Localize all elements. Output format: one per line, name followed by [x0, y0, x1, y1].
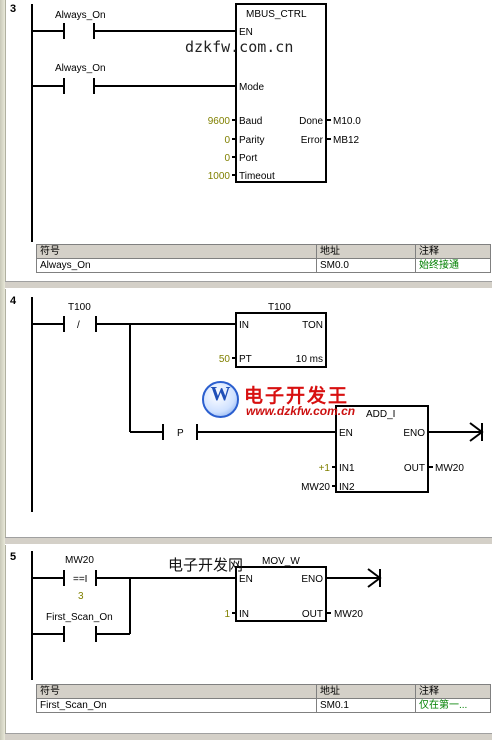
pin-label: Timeout — [239, 171, 275, 182]
block-title: MBUS_CTRL — [246, 9, 307, 20]
pin-label: PT — [239, 354, 252, 365]
contact-label: First_Scan_On — [46, 612, 113, 623]
output-operand[interactable]: MW20 — [435, 463, 464, 474]
table-row[interactable]: Always_On SM0.0 始终接通 — [36, 258, 491, 273]
block-title: ADD_I — [366, 409, 395, 420]
output-operand[interactable]: M10.0 — [333, 116, 361, 127]
mov-w-block[interactable] — [235, 566, 327, 622]
contact-label: T100 — [68, 302, 91, 313]
pin-label: Parity — [239, 135, 265, 146]
watermark-url: dzkfw.com.cn — [185, 38, 294, 56]
output-operand[interactable]: MB12 — [333, 135, 360, 146]
mbus-ctrl-block[interactable] — [235, 3, 327, 183]
contact-label: Always_On — [55, 63, 106, 74]
comment-cell[interactable]: 仅在第一... — [415, 698, 491, 713]
timer-type: TON — [302, 320, 323, 331]
block-title: MOV_W — [262, 556, 300, 567]
param-value[interactable]: 1000 — [208, 171, 231, 182]
p-contact-label: P — [177, 428, 184, 439]
network-separator — [5, 281, 492, 289]
pin-label: Baud — [239, 116, 262, 127]
symbol-table: 符号 地址 注释 Always_On SM0.0 始终接通 — [36, 244, 491, 273]
network-separator — [5, 537, 492, 545]
timer-base: 10 ms — [296, 354, 323, 365]
column-header-address[interactable]: 地址 — [316, 684, 416, 699]
param-value[interactable]: +1 — [319, 463, 331, 474]
pin-label: EN — [239, 574, 253, 585]
pin-label: Mode — [239, 82, 264, 93]
pin-label: Done — [299, 116, 323, 127]
pin-label: IN2 — [339, 482, 355, 493]
output-operand[interactable]: MW20 — [334, 609, 363, 620]
brand-url-watermark: www.dzkfw.com.cn — [246, 404, 356, 418]
address-cell[interactable]: SM0.0 — [316, 258, 416, 273]
watermark-text: 电子开发网 — [168, 556, 244, 574]
pin-label: EN — [339, 428, 353, 439]
contact-symbol: / — [77, 320, 80, 331]
pin-label: ENO — [301, 574, 323, 585]
t100-timer-block[interactable] — [235, 312, 327, 368]
symbol-table-header: 符号 地址 注释 — [36, 684, 491, 699]
symbol-cell[interactable]: First_Scan_On — [36, 698, 317, 713]
network-number-3[interactable]: 3 — [10, 3, 17, 15]
pin-label: Port — [239, 153, 258, 164]
pin-label: OUT — [302, 609, 323, 620]
comment-cell[interactable]: 始终接通 — [415, 258, 491, 273]
param-value[interactable]: 0 — [224, 135, 230, 146]
symbol-table-header: 符号 地址 注释 — [36, 244, 491, 259]
add-i-block[interactable] — [335, 405, 429, 493]
pin-label: EN — [239, 27, 253, 38]
pin-label: IN1 — [339, 463, 355, 474]
param-value[interactable]: 50 — [219, 354, 231, 365]
symbol-table: 符号 地址 注释 First_Scan_On SM0.1 仅在第一... — [36, 684, 491, 713]
column-header-symbol[interactable]: 符号 — [36, 684, 317, 699]
pin-label: OUT — [404, 463, 425, 474]
column-header-comment[interactable]: 注释 — [415, 684, 491, 699]
address-cell[interactable]: SM0.1 — [316, 698, 416, 713]
pin-label: IN — [239, 320, 249, 331]
table-row[interactable]: First_Scan_On SM0.1 仅在第一... — [36, 698, 491, 713]
column-header-symbol[interactable]: 符号 — [36, 244, 317, 259]
param-value[interactable]: 9600 — [208, 116, 231, 127]
compare-value[interactable]: 3 — [78, 591, 84, 602]
param-value[interactable]: 1 — [224, 609, 230, 620]
pin-label: ENO — [403, 428, 425, 439]
column-header-address[interactable]: 地址 — [316, 244, 416, 259]
param-value[interactable]: 0 — [224, 153, 230, 164]
contact-label: Always_On — [55, 10, 106, 21]
network-number-4[interactable]: 4 — [10, 295, 17, 307]
symbol-cell[interactable]: Always_On — [36, 258, 317, 273]
input-operand[interactable]: MW20 — [301, 482, 330, 493]
pin-label: IN — [239, 609, 249, 620]
pin-label: Error — [301, 135, 324, 146]
column-header-comment[interactable]: 注释 — [415, 244, 491, 259]
left-gutter — [0, 0, 6, 740]
timer-title: T100 — [268, 302, 291, 313]
network-number-5[interactable]: 5 — [10, 551, 17, 563]
contact-label: MW20 — [65, 555, 94, 566]
brand-watermark: 电子开发王 — [244, 385, 350, 407]
compare-symbol: ==I — [73, 574, 87, 585]
brand-logo-icon: W — [202, 381, 239, 418]
